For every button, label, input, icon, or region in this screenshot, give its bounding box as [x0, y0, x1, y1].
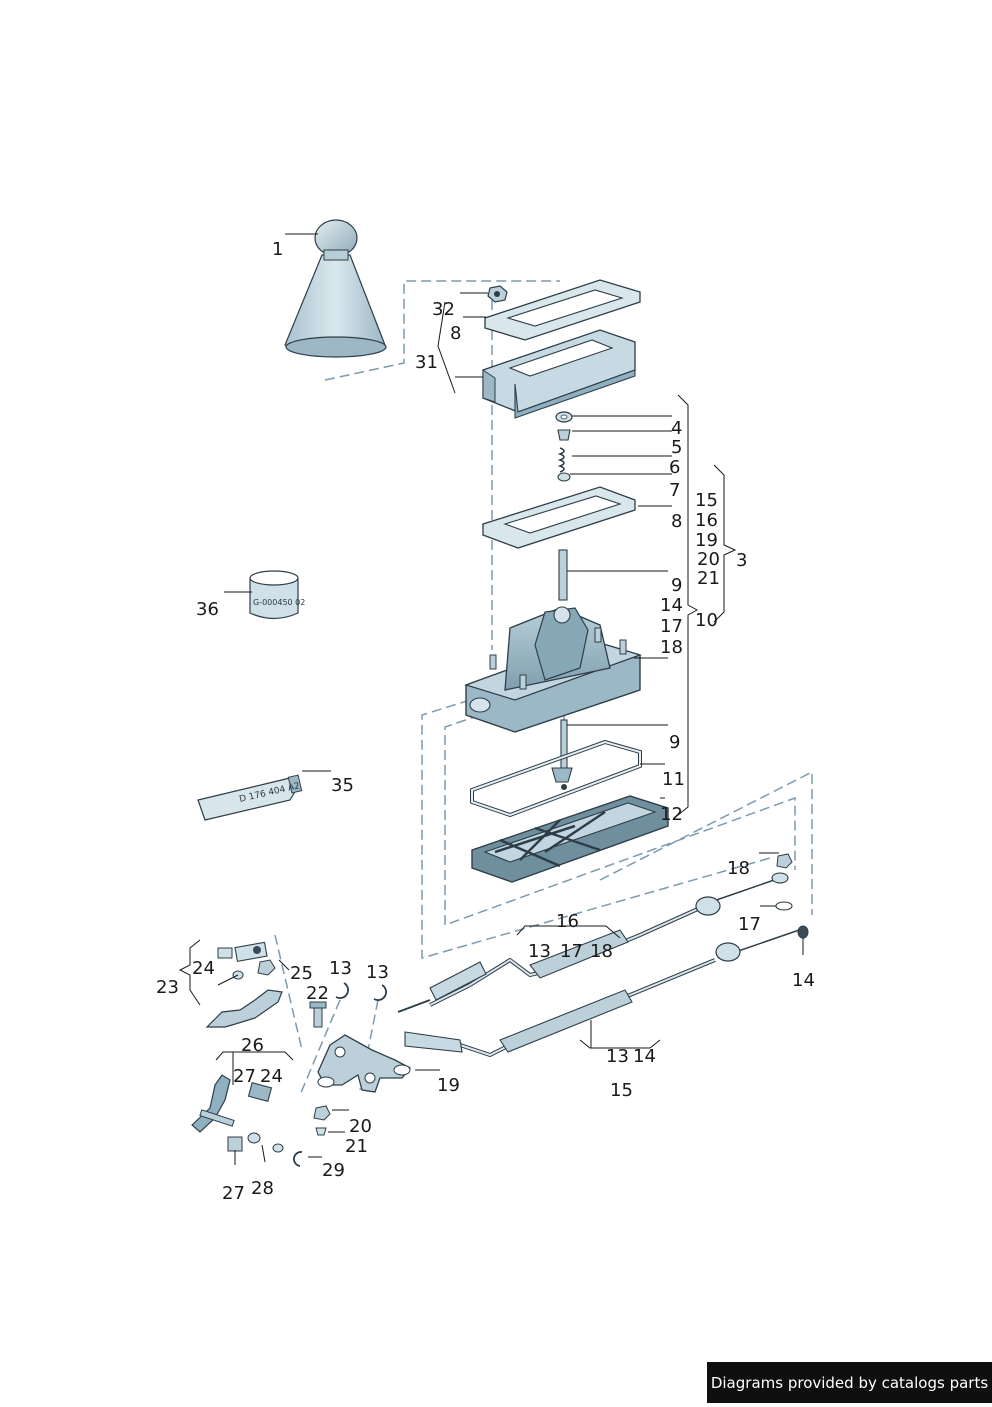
part-label: 25	[290, 963, 313, 984]
part-label: 15	[695, 490, 718, 511]
gasket-8-top	[484, 279, 641, 341]
part-label: 15	[610, 1080, 633, 1101]
selector-housing	[464, 606, 642, 733]
part-label: 24	[260, 1066, 283, 1087]
part-label: 20	[349, 1116, 372, 1137]
gear-knob-boot	[284, 219, 387, 358]
part-label: 13	[366, 962, 389, 983]
nut-32	[487, 285, 508, 303]
part-label: 10	[695, 610, 718, 631]
part-label: 6	[669, 457, 680, 478]
cover-frame-31	[482, 329, 636, 419]
gasket-8-middle	[482, 486, 636, 549]
fasteners-20-22	[309, 1001, 331, 1136]
part-label: 14	[633, 1046, 656, 1067]
part-label: 12	[660, 804, 683, 825]
part-label: 35	[331, 775, 354, 796]
part-label: 18	[727, 858, 750, 879]
cylinder-36: G-000450 02	[249, 570, 305, 620]
part-label: 27	[233, 1066, 256, 1087]
part-label: 31	[415, 352, 438, 373]
shift-shaft-9-lower	[551, 719, 573, 790]
part-label: 13	[329, 958, 352, 979]
part-label: 21	[697, 568, 720, 589]
leader-lines	[178, 233, 804, 1165]
grease-tube-35: D 176 404 A2	[197, 774, 303, 821]
seal-11	[470, 739, 642, 818]
part-label: 4	[671, 418, 682, 439]
part-label: 8	[450, 323, 461, 344]
assembly-guide-lines	[274, 280, 813, 1096]
part-label: 24	[192, 958, 215, 979]
part-label: 11	[662, 769, 685, 790]
cylinder-text: G-000450 02	[253, 598, 305, 607]
part-label: 36	[196, 599, 219, 620]
part-label: 14	[660, 595, 683, 616]
part-label: 16	[556, 911, 579, 932]
bottom-plate-12	[471, 795, 669, 883]
part-label: 32	[432, 299, 455, 320]
part-label: 23	[156, 977, 179, 998]
lever-assembly-23	[205, 941, 283, 1028]
part-label: 27	[222, 1183, 245, 1204]
shift-lever-9-upper	[558, 549, 568, 601]
part-label: 19	[695, 530, 718, 551]
part-label: 18	[590, 941, 613, 962]
clips-13	[293, 982, 387, 1167]
part-label: 17	[560, 941, 583, 962]
part-label: 17	[738, 914, 761, 935]
part-labels: 1 32 8 31 4 5 6 7 8 15 16 19 20 21 3 10 …	[156, 239, 815, 1204]
shift-cables	[404, 877, 806, 1058]
part-label: 26	[241, 1035, 264, 1056]
part-label: 18	[660, 637, 683, 658]
part-label: 19	[437, 1075, 460, 1096]
part-label: 17	[660, 616, 683, 637]
part-label: 21	[345, 1136, 368, 1157]
bracket-19	[317, 1034, 411, 1093]
part-label: 9	[671, 575, 682, 596]
part-label: 20	[697, 549, 720, 570]
cable-ends	[397, 853, 809, 1053]
part-label: 13	[606, 1046, 629, 1067]
part-label: 28	[251, 1178, 274, 1199]
part-label: 22	[306, 983, 329, 1004]
part-label: 29	[322, 1160, 345, 1181]
part-label: 7	[669, 480, 680, 501]
part-label: 14	[792, 970, 815, 991]
part-label: 9	[669, 732, 680, 753]
part-label: 5	[671, 437, 682, 458]
watermark-banner: Diagrams provided by catalogs parts	[707, 1362, 992, 1403]
part-label: 8	[671, 511, 682, 532]
part-label: 13	[528, 941, 551, 962]
spring-stack-4-7	[555, 411, 573, 482]
part-label: 16	[695, 510, 718, 531]
part-label: 1	[272, 239, 283, 260]
lever-assembly-26	[191, 1074, 284, 1153]
part-label: 3	[736, 550, 747, 571]
